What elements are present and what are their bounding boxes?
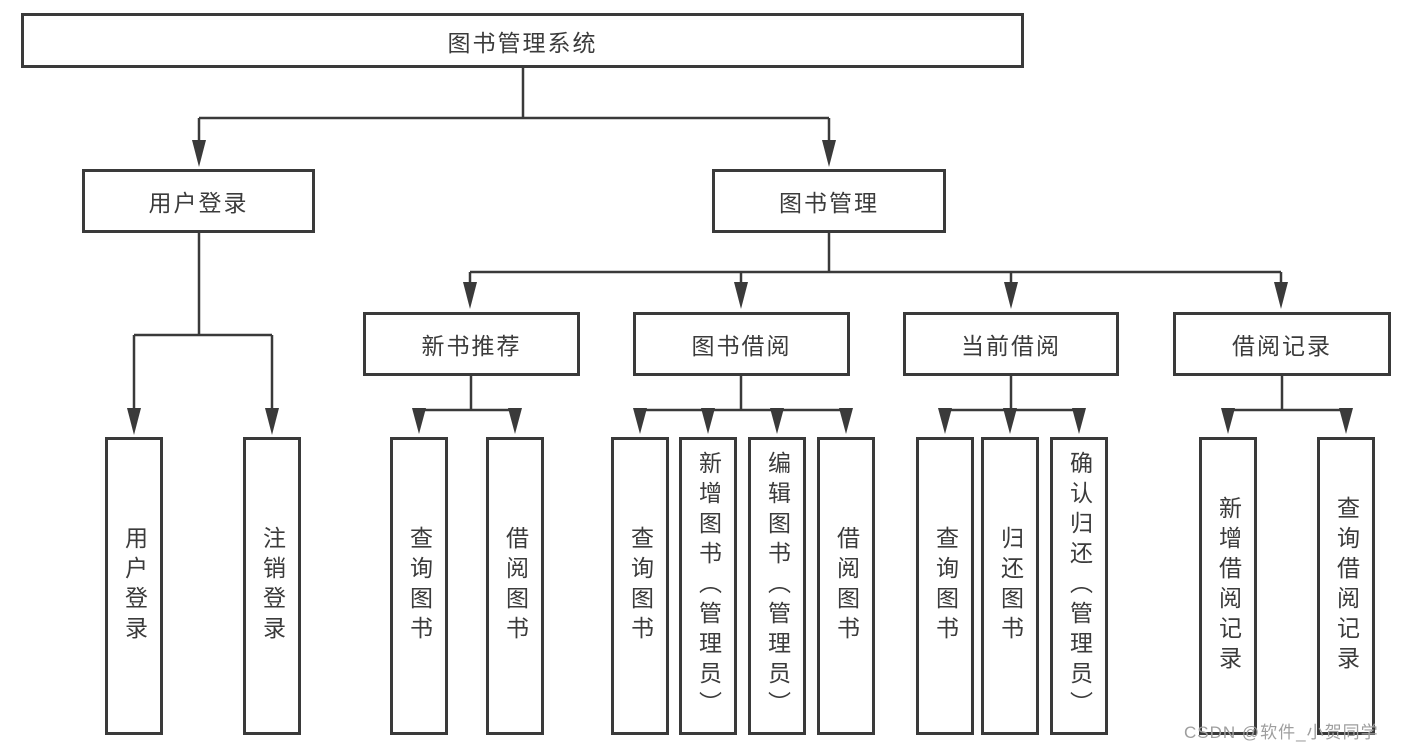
- node-book-management: 图书管理: [712, 169, 946, 233]
- node-label: 借阅图书: [502, 526, 529, 646]
- node-label: 新增借阅记录: [1215, 496, 1242, 676]
- node-leaf-confirm-return-admin: 确认归还（管理员）: [1050, 437, 1108, 735]
- node-library-management-system: 图书管理系统: [21, 13, 1024, 68]
- node-leaf-add-book-admin: 新增图书（管理员）: [679, 437, 737, 735]
- node-leaf-return-book: 归还图书: [981, 437, 1039, 735]
- csdn-watermark: CSDN @软件_小贺同学: [1184, 723, 1379, 742]
- node-label: 借阅图书: [833, 526, 860, 646]
- node-new-book-recommend: 新书推荐: [363, 312, 580, 376]
- node-label: 编辑图书（管理员）: [764, 451, 791, 721]
- node-label: 归还图书: [997, 526, 1024, 646]
- node-label: 用户登录: [148, 190, 249, 216]
- node-label: 确认归还（管理员）: [1066, 451, 1093, 721]
- node-leaf-borrow-books: 借阅图书: [817, 437, 875, 735]
- node-leaf-query-books-recommend: 查询图书: [390, 437, 448, 735]
- node-leaf-query-books-current: 查询图书: [916, 437, 974, 735]
- node-label: 当前借阅: [961, 333, 1061, 359]
- node-leaf-query-books-borrow: 查询图书: [611, 437, 669, 735]
- node-leaf-user-login: 用户登录: [105, 437, 163, 735]
- node-label: 图书借阅: [691, 333, 792, 359]
- node-label: 查询图书: [932, 526, 959, 646]
- node-label: 查询借阅记录: [1333, 496, 1360, 676]
- node-leaf-query-borrow-record: 查询借阅记录: [1317, 437, 1375, 735]
- node-leaf-borrow-books-recommend: 借阅图书: [486, 437, 544, 735]
- node-leaf-logout: 注销登录: [243, 437, 301, 735]
- node-borrow-records: 借阅记录: [1173, 312, 1391, 376]
- node-label: 查询图书: [627, 526, 654, 646]
- node-label: 用户登录: [121, 526, 148, 646]
- node-leaf-edit-book-admin: 编辑图书（管理员）: [748, 437, 806, 735]
- node-label: 借阅记录: [1232, 333, 1332, 359]
- node-label: 注销登录: [259, 526, 286, 646]
- node-label: 新书推荐: [421, 333, 522, 359]
- node-user-login: 用户登录: [82, 169, 315, 233]
- node-label: 查询图书: [406, 526, 433, 646]
- node-label: 新增图书（管理员）: [695, 451, 722, 721]
- node-leaf-add-borrow-record: 新增借阅记录: [1199, 437, 1257, 735]
- node-label: 图书管理: [779, 190, 879, 216]
- node-book-borrow: 图书借阅: [633, 312, 850, 376]
- node-current-borrow: 当前借阅: [903, 312, 1119, 376]
- node-label: 图书管理系统: [447, 29, 598, 56]
